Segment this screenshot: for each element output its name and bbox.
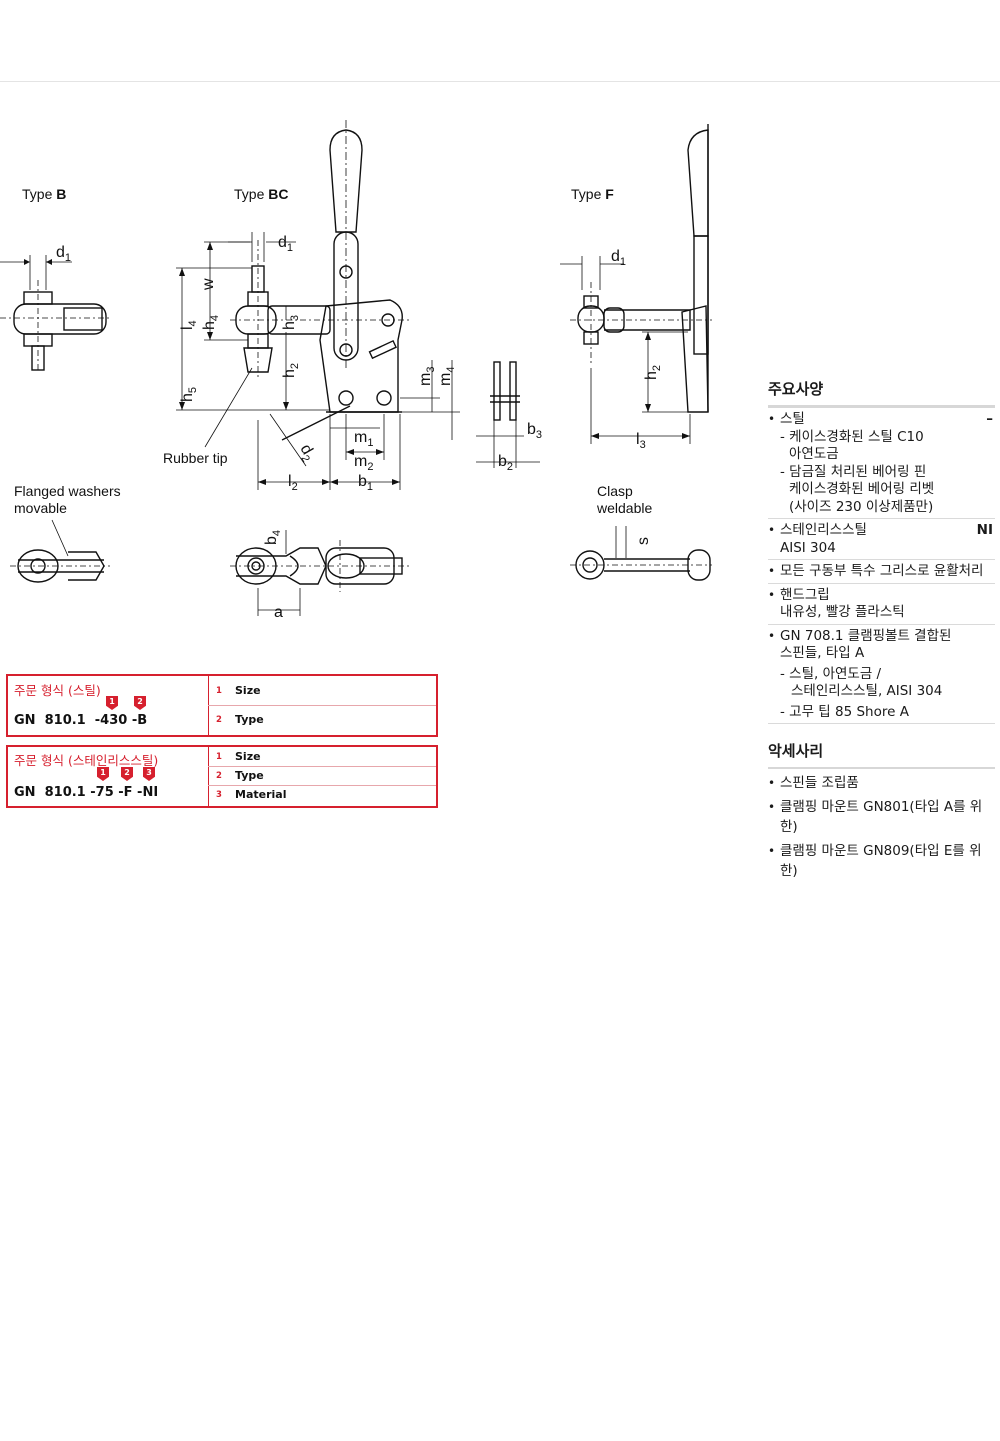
spec-panel: 주요사양 스틸 – - 케이스경화된 스틸 C10 아연도금 - 담금질 처리된… [768,378,995,724]
svg-text:b4: b4 [263,530,283,545]
order-code: GN 810.1 -430 -B [14,713,148,728]
svg-text:m4: m4 [437,367,457,386]
order-row: 2 Type [216,713,264,726]
svg-text:h2: h2 [281,363,301,378]
svg-text:d1: d1 [278,234,293,254]
order-row: 2 Type [208,766,436,786]
order-row: 1 Size [208,747,436,767]
svg-text:s: s [635,537,652,545]
marker-2: 2 [134,696,146,710]
spec-grease: 모든 구동부 특수 그리스로 윤활처리 [768,560,995,584]
order-code: GN 810.1 -75 -F -NI [14,785,159,800]
svg-text:b2: b2 [498,453,513,473]
order-code-panel: 주문 형식 (스테인리스스틸) 1 2 3 GN 810.1 -75 -F -N… [8,747,209,806]
list-item: 스핀들 조립품 [768,771,995,795]
svg-text:l2: l2 [288,473,298,493]
svg-text:a: a [274,604,283,621]
svg-text:d1: d1 [56,244,71,264]
spec-stainless: 스테인리스스틸 NI AISI 304 [768,519,995,560]
order-row: 1 Size [208,676,436,706]
marker-1: 1 [106,696,118,710]
type-bc-caption: Type BC [234,186,289,202]
technical-drawing: d1 d1 w l4 h4 h3 h2 h5 m3 m4 m1 m2 b1 l2… [0,120,712,621]
spec-title: 주요사양 [768,378,995,408]
accessories-title: 악세사리 [768,740,995,769]
marker-2: 2 [121,767,133,781]
type-bc-top-view [230,530,410,616]
svg-text:h2: h2 [643,365,663,380]
type-f-caption: Type F [571,186,614,202]
svg-text:m2: m2 [354,453,373,473]
spec-spindle: GN 708.1 클램핑볼트 결합된 스핀들, 타입 A - 스틸, 아연도금 … [768,625,995,724]
marker-3: 3 [143,767,155,781]
type-bc-end-view [476,361,540,468]
type-b-top-view [10,519,110,583]
spec-grip: 핸드그립 내유성, 빨강 플라스틱 [768,584,995,625]
spec-list: 스틸 – - 케이스경화된 스틸 C10 아연도금 - 담금질 처리된 베어링 … [768,408,995,724]
order-row: 3 Material [216,788,287,801]
svg-text:l4: l4 [179,320,199,330]
svg-text:b3: b3 [527,421,542,441]
svg-text:d1: d1 [611,248,626,268]
svg-text:h4: h4 [201,315,221,330]
type-bc-side-view [176,120,460,490]
svg-text:b1: b1 [358,473,373,493]
type-b-caption: Type B [22,186,67,202]
stainless-flag: NI [976,522,993,538]
accessories-panel: 악세사리 스핀들 조립품 클램핑 마운트 GN801(타입 A를 위한) 클램핑… [768,740,995,883]
steel-flag: – [986,411,993,427]
marker-1: 1 [97,767,109,781]
svg-text:l3: l3 [636,431,646,451]
rubber-tip-caption: Rubber tip [163,450,228,466]
order-title: 주문 형식 (스테인리스스틸) [14,753,159,768]
svg-text:m3: m3 [417,367,437,386]
accessories-list: 스핀들 조립품 클램핑 마운트 GN801(타입 A를 위한) 클램핑 마운트 … [768,771,995,883]
order-box-steel: 주문 형식 (스틸) 1 2 GN 810.1 -430 -B 1 Size 2… [6,674,438,737]
svg-text:d2: d2 [294,442,319,465]
list-item: 클램핑 마운트 GN809(타입 E를 위한) [768,839,995,883]
order-box-stainless: 주문 형식 (스테인리스스틸) 1 2 3 GN 810.1 -75 -F -N… [6,745,438,808]
order-title: 주문 형식 (스틸) [14,683,101,698]
spec-steel: 스틸 – - 케이스경화된 스틸 C10 아연도금 - 담금질 처리된 베어링 … [768,408,995,519]
type-f-top-view [570,526,712,581]
type-b-side-view [0,255,112,372]
list-item: 클램핑 마운트 GN801(타입 A를 위한) [768,795,995,839]
svg-text:h3: h3 [281,315,301,330]
svg-text:m1: m1 [354,429,373,449]
header-divider [0,81,1000,82]
svg-text:w: w [200,278,217,291]
type-f-side-view [560,124,712,444]
order-code-panel: 주문 형식 (스틸) 1 2 GN 810.1 -430 -B [8,676,209,735]
